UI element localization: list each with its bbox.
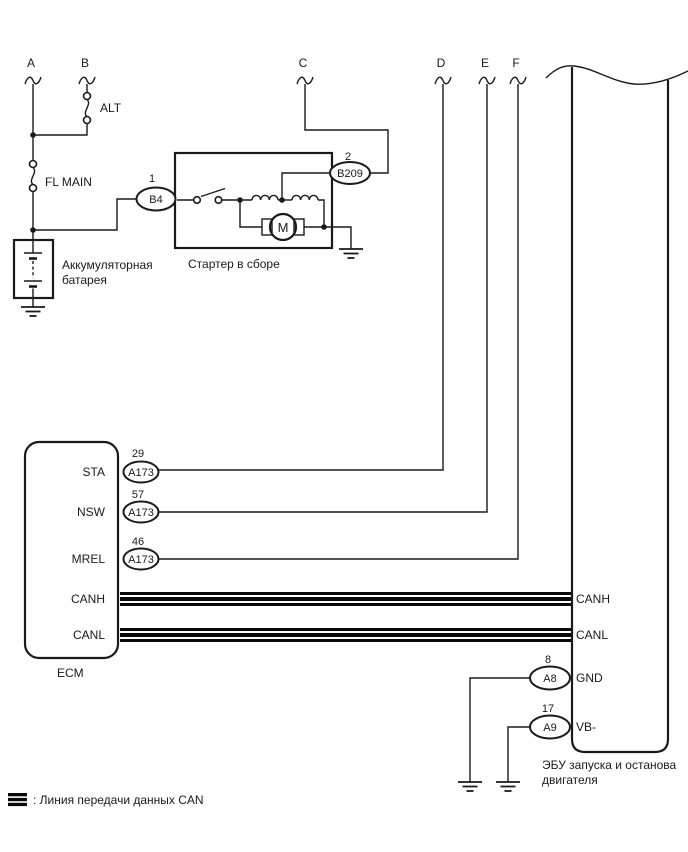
pin-gnd-a8: 8 A8 — [529, 654, 571, 691]
wire-c-to-b209 — [304, 84, 389, 174]
wire-battery-to-b4 — [33, 198, 140, 231]
connector-b-label: B — [81, 56, 89, 70]
pin-nsw-code: A173 — [128, 507, 154, 519]
top-connectors: A B C D E F — [24, 56, 527, 85]
wire-d-to-sta — [156, 84, 444, 471]
pin-mrel-number: 46 — [132, 536, 144, 548]
pin-gnd-code: A8 — [543, 673, 556, 685]
pin-b209-number: 2 — [345, 151, 351, 163]
junction-dot — [279, 197, 285, 203]
motor-letter: M — [278, 220, 289, 235]
pin-gnd-number: 8 — [545, 654, 551, 666]
break-icon — [78, 76, 96, 85]
ecm-pin-sta-label: STA — [83, 465, 105, 479]
starter-label: Стартер в сборе — [188, 257, 280, 271]
pin-b4-code: B4 — [149, 194, 162, 206]
pin-sta-code: A173 — [128, 467, 154, 479]
break-icon — [24, 76, 42, 85]
connector-c-label: C — [299, 56, 308, 70]
pin-vb-code: A9 — [543, 722, 556, 734]
ecm-pin-canh-label: CANH — [71, 592, 105, 606]
ecu-box-torn-top — [545, 65, 688, 85]
ecm-box — [23, 440, 120, 660]
junction-dot — [30, 227, 36, 233]
pin-b4-number: 1 — [149, 173, 155, 185]
ecu-pin-gnd-label: GND — [576, 671, 603, 685]
fl-main-fuse-label: FL MAIN — [45, 175, 92, 189]
ecm-pin-mrel-label: MREL — [72, 552, 106, 566]
pin-b209: 2 B209 — [329, 151, 371, 185]
starter-switch-icon — [192, 187, 226, 205]
coil-icon — [251, 194, 279, 201]
fusible-link-fl-main: FL MAIN — [28, 159, 92, 193]
coil-icon — [291, 194, 319, 201]
break-icon — [434, 76, 452, 85]
ecm-pin-canl-label: CANL — [73, 628, 105, 642]
alt-fuse-label: ALT — [100, 101, 122, 115]
ground-icon — [20, 306, 46, 317]
ecu-pin-canh-label: CANH — [576, 592, 610, 606]
legend: : Линия передачи данных CAN — [8, 793, 204, 807]
pin-vb-number: 17 — [542, 703, 554, 715]
legend-can-line-text: : Линия передачи данных CAN — [33, 793, 204, 807]
pin-mrel-a173: 46 A173 — [122, 536, 160, 571]
pin-sta-number: 29 — [132, 448, 144, 460]
pin-mrel-code: A173 — [128, 554, 154, 566]
pin-b4: 1 B4 — [135, 173, 177, 212]
can-line-icon — [8, 793, 27, 807]
ecu-block: CANH CANL GND VB- 8 A8 17 A9 ЭБУ запуска… — [457, 65, 688, 792]
ecm-block: ECM STA NSW MREL CANH CANL 29 A173 57 A1… — [23, 440, 160, 680]
battery-cells-icon — [24, 240, 42, 307]
pin-sta-a173: 29 A173 — [122, 448, 160, 484]
wire-f-to-mrel — [156, 84, 519, 560]
ecu-box — [570, 67, 670, 754]
break-icon — [509, 76, 527, 85]
break-icon — [478, 76, 496, 85]
ecu-label-line1: ЭБУ запуска и останова — [542, 758, 677, 772]
wire-b-alt — [33, 84, 88, 136]
junction-dot — [237, 197, 243, 203]
fuse-icon — [28, 159, 38, 193]
junction-dot — [30, 132, 36, 138]
pin-vb-a9: 17 A9 — [529, 703, 571, 740]
battery-component: Аккумуляторная батарея — [12, 238, 153, 317]
connector-f-label: F — [512, 56, 519, 70]
ground-icon — [457, 781, 483, 792]
wire-a8-to-ground — [469, 677, 531, 782]
break-icon — [296, 76, 314, 85]
can-bus-canl — [120, 628, 572, 642]
fusible-link-alt: ALT — [82, 91, 122, 125]
connector-e-label: E — [481, 56, 489, 70]
junction-dot — [321, 224, 327, 230]
connector-a-label: A — [27, 56, 35, 70]
fuse-icon — [82, 91, 92, 125]
ecu-label-line2: двигателя — [542, 773, 598, 787]
can-bus-canh — [120, 592, 572, 606]
starter-assembly: Стартер в сборе M — [135, 151, 371, 271]
battery-label-line2: батарея — [62, 273, 107, 287]
ground-icon — [338, 248, 364, 259]
pin-b209-code: B209 — [337, 168, 363, 180]
pin-nsw-number: 57 — [132, 489, 144, 501]
ecm-label: ECM — [57, 666, 84, 680]
starter-internal-wiring — [177, 172, 352, 249]
battery-label-line1: Аккумуляторная — [62, 258, 153, 272]
wire-a9-to-ground — [507, 726, 531, 782]
ecu-pin-vb-label: VB- — [576, 720, 596, 734]
pin-nsw-a173: 57 A173 — [122, 489, 160, 524]
ecm-pin-nsw-label: NSW — [77, 505, 106, 519]
wire-e-to-nsw — [156, 84, 488, 513]
starter-motor-icon: M — [261, 212, 305, 242]
ground-icon — [495, 781, 521, 792]
connector-d-label: D — [437, 56, 446, 70]
ecu-pin-canl-label: CANL — [576, 628, 608, 642]
